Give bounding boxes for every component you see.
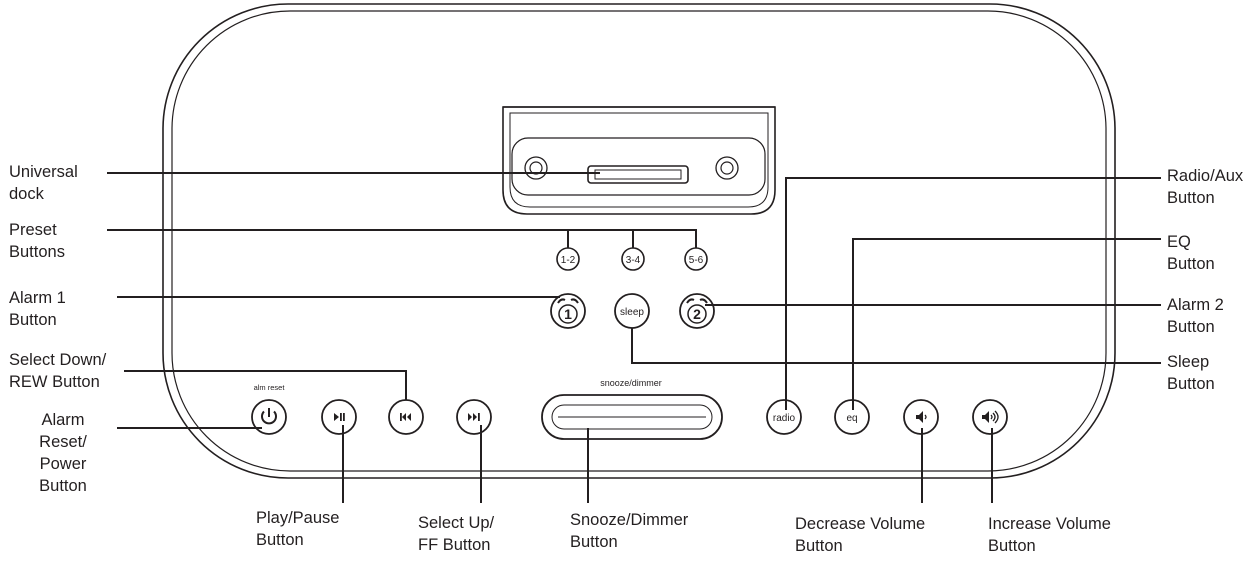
- alarm-2-number: 2: [693, 306, 701, 322]
- eq-label: eq: [846, 413, 857, 424]
- callout-radio-aux: Radio/Aux Button: [1167, 167, 1244, 207]
- speaker-low-icon: [916, 411, 927, 423]
- preset-button-3-4[interactable]: 3-4: [621, 247, 645, 271]
- alarm-1-button[interactable]: 1: [550, 293, 586, 329]
- callout-sleep-button: Sleep Button: [1167, 353, 1215, 393]
- leader-radio-aux: [785, 177, 1161, 410]
- leader-preset-buttons: [107, 229, 697, 248]
- sleep-button[interactable]: sleep: [614, 293, 650, 329]
- universal-dock: [502, 106, 776, 215]
- callout-preset-buttons: Preset Buttons: [9, 221, 65, 261]
- snooze-dimmer-top-label: snooze/dimmer: [600, 378, 662, 388]
- callout-select-up-ff: Select Up/ FF Button: [418, 514, 495, 554]
- device-outer-outline: [162, 3, 1116, 479]
- alm-reset-label: alm reset: [254, 383, 286, 392]
- radio-label: radio: [773, 413, 796, 424]
- device-inner-outline: [171, 10, 1107, 472]
- preset-5-6-label: 5-6: [689, 255, 704, 266]
- leader-lines: [107, 172, 1161, 503]
- preset-button-5-6[interactable]: 5-6: [684, 247, 708, 271]
- callout-snooze-dimmer: Snooze/Dimmer Button: [570, 511, 689, 551]
- callout-eq-button: EQ Button: [1167, 233, 1215, 273]
- dock-left-screw-icon: [524, 156, 548, 180]
- preset-button-1-2[interactable]: 1-2: [556, 247, 580, 271]
- radio-button[interactable]: radio: [766, 399, 802, 435]
- alarm-1-number: 1: [564, 306, 572, 322]
- dock-right-screw-icon: [715, 156, 739, 180]
- callout-decrease-volume: Decrease Volume Button: [795, 515, 926, 555]
- alarm-clock-icon: [558, 304, 578, 324]
- callout-alarm-reset-power: Alarm Reset/ Power Button: [39, 411, 87, 495]
- skip-back-icon: [400, 413, 411, 421]
- speaker-high-icon: [982, 410, 999, 424]
- play-pause-icon: [334, 413, 345, 421]
- callout-alarm-2-button: Alarm 2 Button: [1167, 296, 1224, 336]
- dock-connector: [587, 165, 689, 184]
- preset-3-4-label: 3-4: [626, 255, 641, 266]
- volume-up-button[interactable]: [972, 399, 1008, 435]
- preset-1-2-label: 1-2: [561, 255, 576, 266]
- snooze-dimmer-bar[interactable]: [541, 394, 723, 440]
- power-icon: [261, 408, 277, 425]
- skip-forward-icon: [468, 413, 480, 421]
- callout-increase-volume: Increase Volume Button: [988, 515, 1111, 555]
- alarm-2-button[interactable]: 2: [679, 293, 715, 329]
- callout-universal-dock: Universal dock: [9, 163, 78, 203]
- leader-eq: [852, 238, 1161, 410]
- sleep-label: sleep: [620, 307, 644, 318]
- rewind-button[interactable]: [388, 399, 424, 435]
- power-button[interactable]: [251, 399, 287, 435]
- callout-play-pause: Play/Pause Button: [256, 509, 340, 549]
- leader-select-down: [124, 370, 407, 400]
- callout-alarm-1-button: Alarm 1 Button: [9, 289, 66, 329]
- callout-select-down-rew: Select Down/ REW Button: [9, 351, 107, 391]
- alarm-clock-icon: [687, 304, 707, 324]
- fast-forward-button[interactable]: [456, 399, 492, 435]
- play-pause-button[interactable]: [321, 399, 357, 435]
- leader-sleep: [631, 328, 1161, 364]
